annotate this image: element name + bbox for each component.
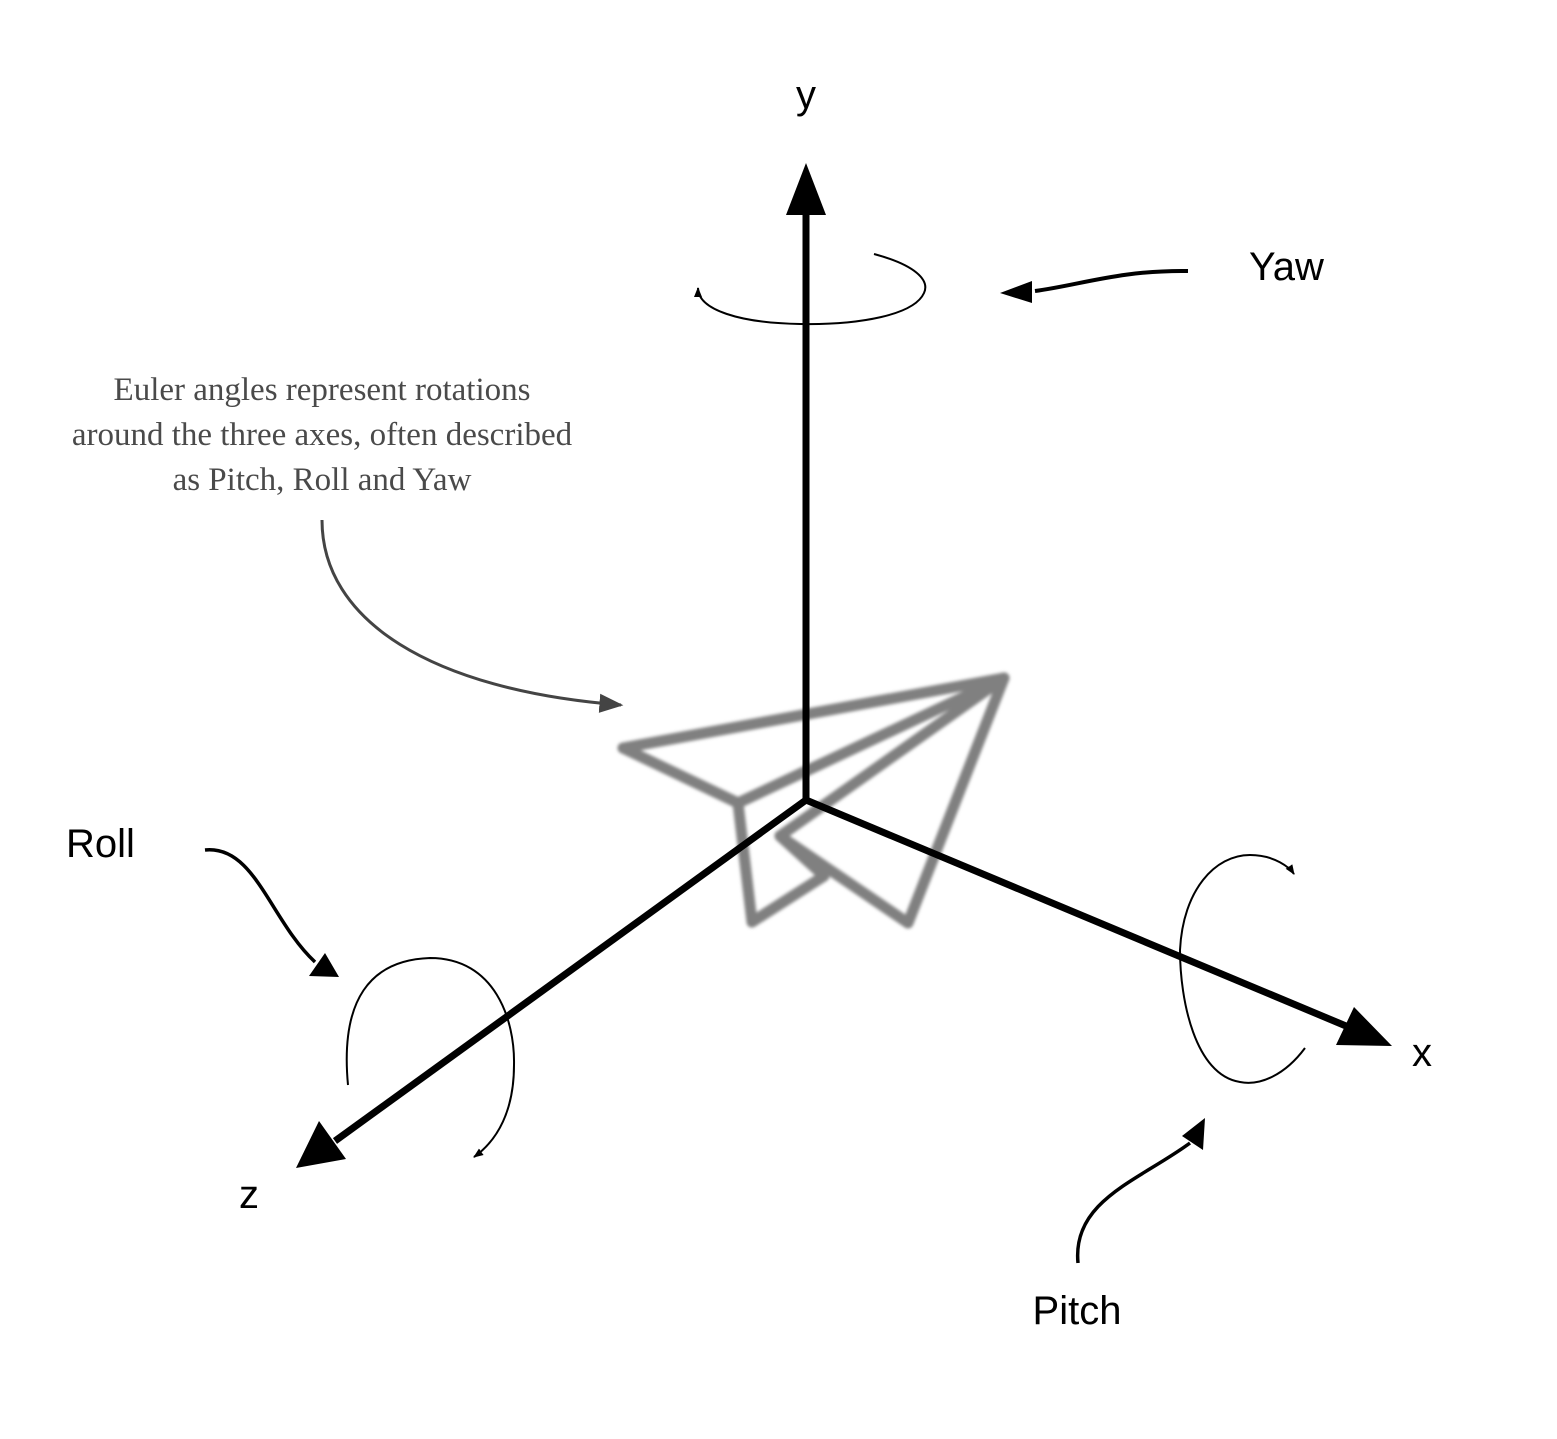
yaw-rotation-arrow xyxy=(694,253,927,326)
x-axis-label: x xyxy=(1412,1031,1432,1075)
yaw-label: Yaw xyxy=(1249,245,1324,289)
x-axis xyxy=(804,796,1392,1046)
roll-pointer-arrow xyxy=(204,848,339,977)
y-axis-arrowhead xyxy=(786,163,826,215)
pitch-rotation-arrow xyxy=(1178,853,1306,1084)
z-axis-arrowhead xyxy=(296,1121,346,1168)
annotation-pointer-arrow xyxy=(320,519,624,713)
yaw-pointer-arrow xyxy=(1000,268,1189,303)
annotation-line-1: Euler angles represent rotations xyxy=(114,372,531,408)
z-axis-label: z xyxy=(239,1173,259,1217)
x-axis-arrowhead xyxy=(1336,1007,1392,1046)
pitch-label: Pitch xyxy=(1033,1289,1122,1333)
paper-plane-icon xyxy=(617,672,1010,929)
annotation-text: Euler angles represent rotations around … xyxy=(72,372,573,498)
annotation-line-3: as Pitch, Roll and Yaw xyxy=(173,462,472,498)
pitch-pointer-arrow xyxy=(1076,1118,1205,1264)
y-axis-label: y xyxy=(796,73,816,117)
roll-label: Roll xyxy=(66,822,135,866)
z-axis xyxy=(296,797,809,1168)
roll-rotation-arrow xyxy=(345,956,516,1158)
annotation-line-2: around the three axes, often described xyxy=(72,417,573,453)
y-axis xyxy=(786,163,826,800)
